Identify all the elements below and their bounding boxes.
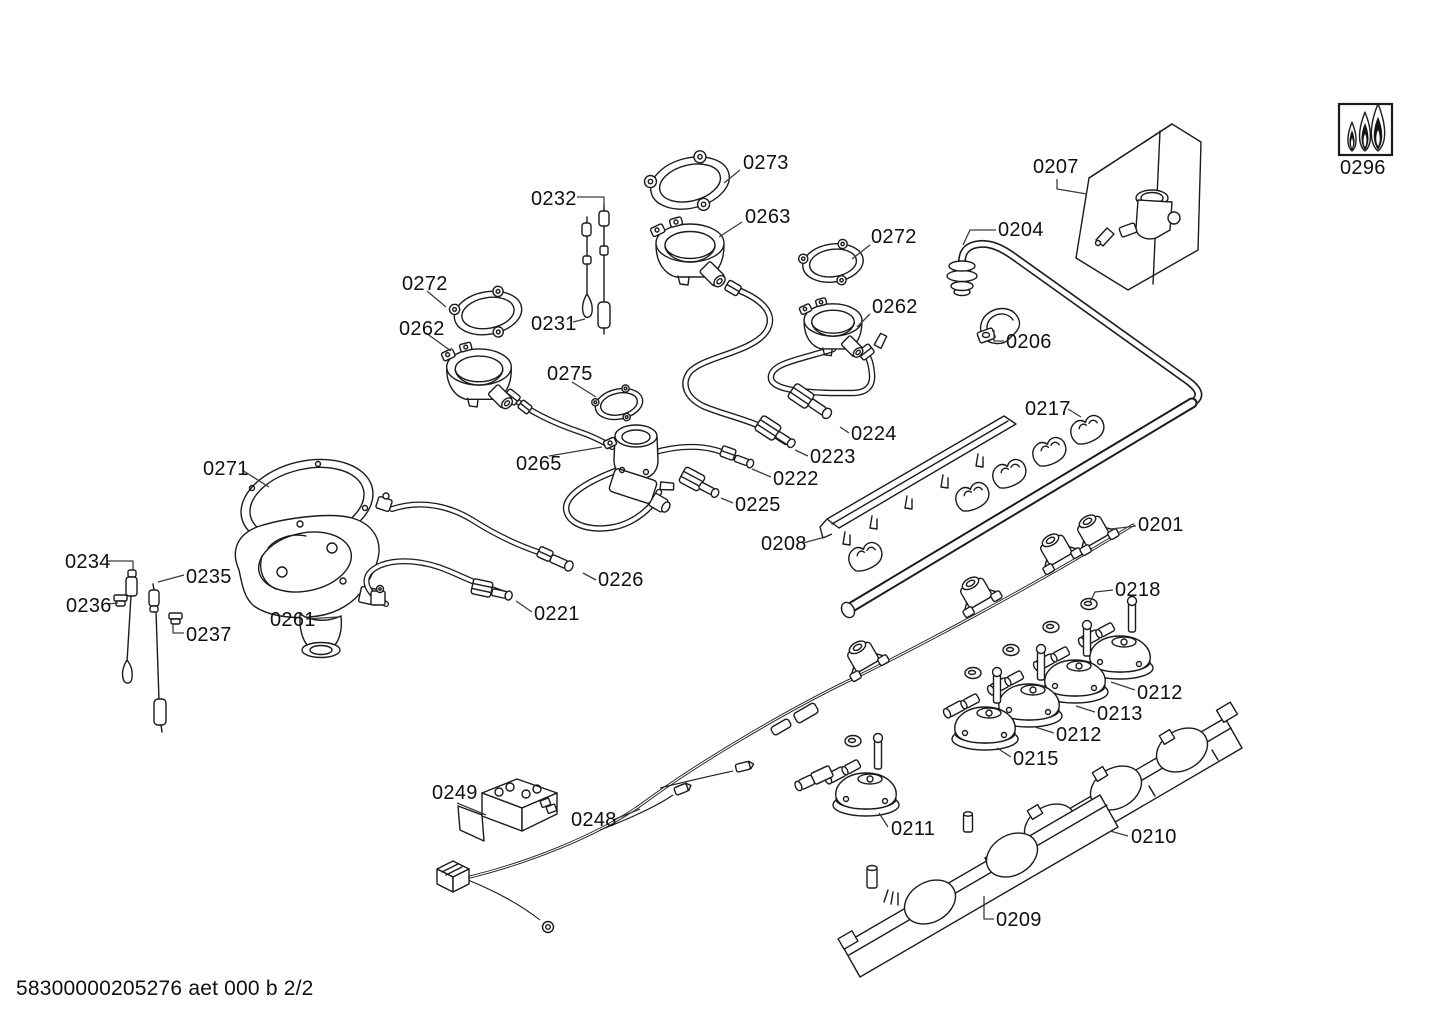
part-0232-igniter	[598, 205, 610, 334]
part-label-0275: 0275	[547, 363, 593, 385]
part-label-0263: 0263	[745, 206, 791, 228]
part-0262-burner-cup-left	[440, 341, 516, 413]
part-label-0265: 0265	[516, 453, 562, 475]
part-label-0222: 0222	[773, 468, 819, 490]
part-0222-pipe	[640, 441, 756, 470]
part-label-0235: 0235	[186, 566, 232, 588]
leader-lines	[106, 169, 1137, 920]
part-label-0262-right: 0262	[872, 296, 918, 318]
part-0221-pipe	[363, 558, 514, 607]
part-0237-nut	[169, 613, 182, 624]
valve-drawing	[1119, 190, 1180, 239]
part-label-0249: 0249	[432, 782, 478, 804]
part-0234-thermocouple	[123, 570, 137, 683]
part-0263-burner-cup	[649, 215, 729, 291]
part-label-0226: 0226	[598, 569, 644, 591]
part-0236-nut	[114, 595, 127, 606]
part-label-0207: 0207	[1033, 156, 1079, 178]
part-0261-wok-burner	[235, 516, 379, 658]
part-0275-gasket	[589, 381, 647, 428]
part-label-0217: 0217	[1025, 398, 1071, 420]
part-label-0262-left: 0262	[399, 318, 445, 340]
part-0225-pipe	[562, 465, 721, 532]
part-label-0223: 0223	[810, 446, 856, 468]
part-label-0204: 0204	[998, 219, 1044, 241]
part-label-0272-right: 0272	[871, 226, 917, 248]
part-label-0272-left: 0272	[402, 273, 448, 295]
part-label-0224: 0224	[851, 423, 897, 445]
part-0272-gasket-left	[446, 282, 527, 346]
part-label-0218: 0218	[1115, 579, 1161, 601]
part-label-0248: 0248	[571, 809, 617, 831]
part-label-0271: 0271	[203, 458, 249, 480]
part-label-0215: 0215	[1013, 748, 1059, 770]
part-0231-igniter	[582, 217, 592, 317]
part-label-0209: 0209	[996, 909, 1042, 931]
part-label-0208: 0208	[761, 533, 807, 555]
part-label-0225: 0225	[735, 494, 781, 516]
part-0273-gasket	[639, 144, 737, 224]
part-0235-thermocouple	[149, 584, 166, 732]
part-label-0212-left: 0212	[1056, 724, 1102, 746]
part-0201-electrode-rail	[468, 505, 1135, 879]
part-label-0221: 0221	[534, 603, 580, 625]
part-0248-wiring-harness	[437, 702, 819, 932]
part-0208-injector-rail	[820, 416, 1016, 545]
flame-intensity-icon	[1337, 102, 1394, 157]
part-label-0236: 0236	[66, 595, 112, 617]
part-label-0212-right: 0212	[1137, 682, 1183, 704]
part-0262-burner-cup-right	[798, 296, 866, 361]
part-0226-pipe	[375, 493, 576, 574]
part-label-0273: 0273	[743, 152, 789, 174]
part-label-0201: 0201	[1138, 514, 1184, 536]
part-left-burner-pipe	[502, 387, 615, 450]
part-label-0231: 0231	[531, 313, 577, 335]
part-0207-valve-bag	[1076, 124, 1201, 290]
part-label-0296: 0296	[1340, 157, 1386, 179]
part-0223-pipe	[682, 279, 798, 450]
part-0209-tray	[838, 795, 1118, 977]
part-label-0237: 0237	[186, 624, 232, 646]
part-0265-tap-body	[603, 425, 673, 515]
part-0224-pipe	[767, 330, 892, 422]
part-label-0210: 0210	[1131, 826, 1177, 848]
part-0211-tap	[793, 732, 900, 817]
part-label-0211: 0211	[891, 818, 936, 840]
part-label-0232: 0232	[531, 188, 577, 210]
part-label-0234: 0234	[65, 551, 111, 573]
part-label-0213: 0213	[1097, 703, 1143, 725]
part-0249-ignition-box	[458, 779, 557, 841]
part-label-0206: 0206	[1006, 331, 1052, 353]
part-0272-gasket-right	[796, 236, 867, 291]
part-0204-inlet-pipe	[839, 239, 1203, 620]
part-label-0261: 0261	[270, 609, 316, 631]
document-reference: 58300000205276 aet 000 b 2/2	[16, 977, 314, 1000]
part-0206-clamp	[977, 309, 1020, 344]
